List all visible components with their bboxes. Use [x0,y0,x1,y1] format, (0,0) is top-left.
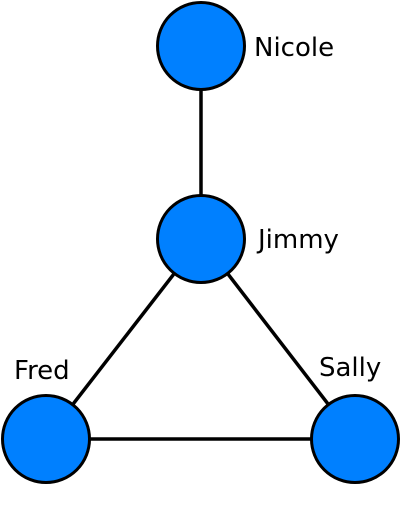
node-sally [310,394,400,484]
node-label-nicole: Nicole [254,33,334,63]
nodes-layer [1,1,400,484]
node-label-jimmy: Jimmy [256,225,339,255]
node-label-sally: Sally [319,353,381,383]
labels-layer: Nicole Jimmy Fred Sally [14,33,381,386]
node-nicole [156,1,246,91]
node-fred [1,394,91,484]
node-jimmy [156,194,246,284]
node-label-fred: Fred [14,356,70,386]
